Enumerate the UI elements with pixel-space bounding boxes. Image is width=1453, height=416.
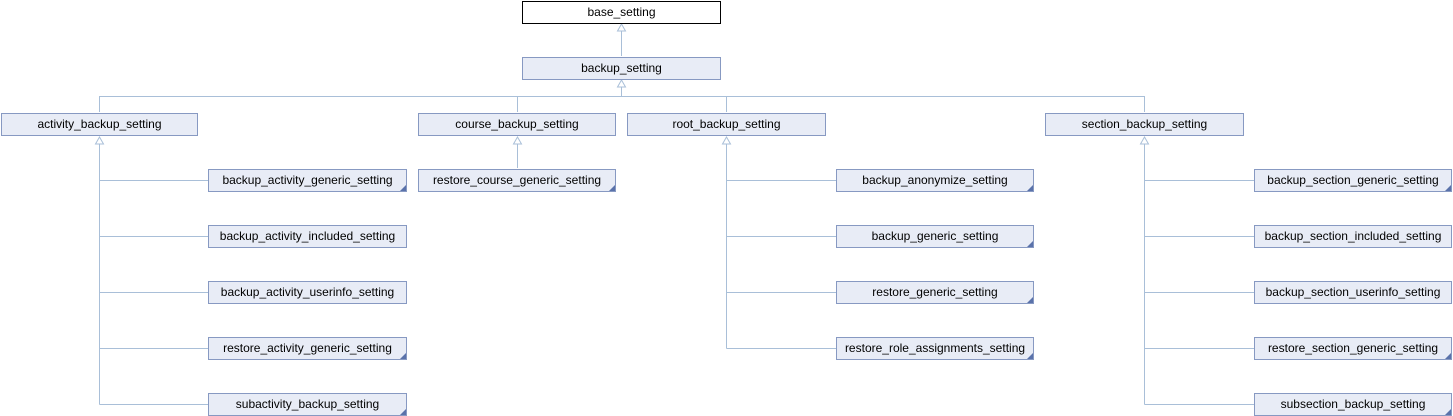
edge-root-children <box>726 143 836 349</box>
arrowhead-activity <box>94 135 105 145</box>
class-node-backup-setting[interactable]: backup_setting <box>522 57 721 80</box>
class-node-base-setting[interactable]: base_setting <box>522 1 721 24</box>
class-node-backup-generic-setting[interactable]: backup_generic_setting <box>836 225 1034 248</box>
edge-first-level-bus <box>99 85 1145 112</box>
class-node-restore-generic-setting[interactable]: restore_generic_setting <box>836 281 1034 304</box>
arrowhead-base <box>616 22 627 32</box>
class-node-backup-activity-userinfo-setting[interactable]: backup_activity_userinfo_setting <box>208 281 407 304</box>
arrowhead-root <box>721 135 732 145</box>
arrowhead-backup <box>616 78 627 88</box>
class-node-backup-anonymize-setting[interactable]: backup_anonymize_setting <box>836 169 1034 192</box>
class-node-activity-backup-setting[interactable]: activity_backup_setting <box>1 113 198 136</box>
class-node-restore-section-generic-setting[interactable]: restore_section_generic_setting <box>1254 337 1452 360</box>
arrowhead-course <box>512 135 523 145</box>
class-node-restore-course-generic-setting[interactable]: restore_course_generic_setting <box>418 169 616 192</box>
edge-section-children <box>1144 143 1254 405</box>
edge-activity-children <box>99 143 208 405</box>
class-node-subactivity-backup-setting[interactable]: subactivity_backup_setting <box>208 393 407 416</box>
class-node-restore-role-assignments-setting[interactable]: restore_role_assignments_setting <box>836 337 1034 360</box>
class-node-backup-activity-included-setting[interactable]: backup_activity_included_setting <box>208 225 407 248</box>
class-node-course-backup-setting[interactable]: course_backup_setting <box>418 113 616 136</box>
class-node-subsection-backup-setting[interactable]: subsection_backup_setting <box>1254 393 1452 416</box>
arrowhead-section <box>1139 135 1150 145</box>
class-node-backup-activity-generic-setting[interactable]: backup_activity_generic_setting <box>208 169 407 192</box>
class-node-restore-activity-generic-setting[interactable]: restore_activity_generic_setting <box>208 337 407 360</box>
class-node-section-backup-setting[interactable]: section_backup_setting <box>1045 113 1244 136</box>
class-node-backup-section-userinfo-setting[interactable]: backup_section_userinfo_setting <box>1254 281 1452 304</box>
class-node-root-backup-setting[interactable]: root_backup_setting <box>627 113 826 136</box>
class-node-backup-section-generic-setting[interactable]: backup_section_generic_setting <box>1254 169 1452 192</box>
class-node-backup-section-included-setting[interactable]: backup_section_included_setting <box>1254 225 1452 248</box>
